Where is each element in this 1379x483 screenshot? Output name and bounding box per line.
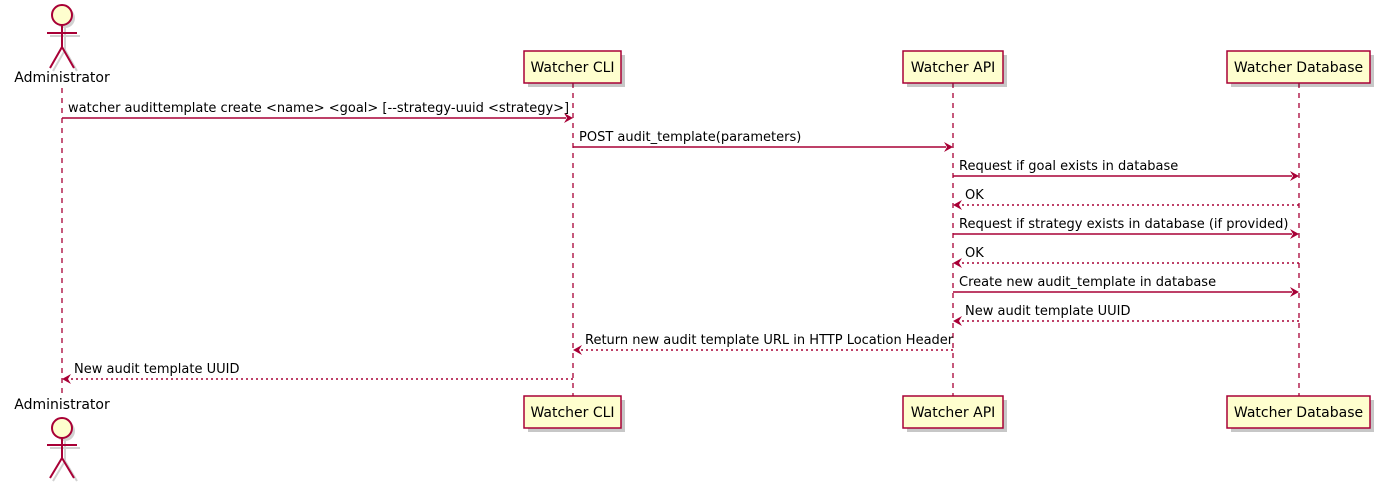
message-label-3: Request if goal exists in database — [959, 159, 1178, 174]
arrow-head-8 — [953, 316, 962, 326]
message-label-8: New audit template UUID — [965, 304, 1130, 319]
actor-label-bottom: Administrator — [14, 397, 110, 413]
arrow-head-5 — [1290, 229, 1299, 239]
message-label-10: New audit template UUID — [74, 362, 239, 377]
actor-body-icon-bottom — [47, 438, 77, 479]
arrow-head-7 — [1290, 287, 1299, 297]
message-label-6: OK — [965, 246, 984, 261]
participant-box-watcher-cli-bottom[interactable] — [523, 395, 622, 429]
arrow-head-4 — [953, 200, 962, 210]
message-label-1: watcher audittemplate create <name> <goa… — [68, 101, 569, 116]
participant-box-watcher-api-bottom[interactable] — [902, 395, 1004, 429]
actor-head-icon-bottom — [51, 417, 73, 439]
message-2[interactable]: POST audit_template(parameters) — [573, 130, 953, 152]
actor-administrator-top: Administrator — [14, 4, 110, 86]
message-label-7: Create new audit_template in database — [959, 275, 1216, 290]
message-label-5: Request if strategy exists in database (… — [959, 217, 1288, 232]
lifelines-group — [61, 83, 1300, 396]
message-5[interactable]: Request if strategy exists in database (… — [953, 217, 1299, 239]
participant-footer-boxes: Watcher CLI Watcher API Watcher Database — [523, 395, 1374, 432]
participant-box-watcher-cli-top[interactable] — [523, 50, 622, 84]
arrow-head-9 — [573, 345, 582, 355]
participant-label-watcher-database-bottom: Watcher Database — [1234, 405, 1363, 421]
participant-box-watcher-api-top[interactable] — [902, 50, 1004, 84]
participant-label-watcher-api-top: Watcher API — [911, 60, 996, 76]
arrow-head-3 — [1290, 171, 1299, 181]
message-9[interactable]: Return new audit template URL in HTTP Lo… — [573, 333, 954, 355]
participant-box-watcher-database-top[interactable] — [1226, 50, 1371, 84]
message-3[interactable]: Request if goal exists in database — [953, 159, 1299, 181]
message-1[interactable]: watcher audittemplate create <name> <goa… — [62, 101, 573, 123]
arrow-head-10 — [62, 374, 71, 384]
actor-body-icon — [47, 25, 77, 69]
messages-group: watcher audittemplate create <name> <goa… — [62, 101, 1299, 384]
actor-administrator-bottom: Administrator — [14, 397, 110, 482]
arrow-head-2 — [944, 142, 953, 152]
arrow-head-1 — [564, 113, 573, 123]
message-label-2: POST audit_template(parameters) — [579, 130, 801, 145]
actor-label-top: Administrator — [14, 70, 110, 86]
message-7[interactable]: Create new audit_template in database — [953, 275, 1299, 297]
actor-head-icon — [51, 4, 73, 26]
participant-label-watcher-database-top: Watcher Database — [1234, 60, 1363, 76]
arrow-head-6 — [953, 258, 962, 268]
message-6[interactable]: OK — [953, 246, 1299, 268]
participant-header-boxes: Watcher CLI Watcher API Watcher Database — [523, 50, 1374, 87]
message-label-9: Return new audit template URL in HTTP Lo… — [585, 333, 954, 348]
message-label-4: OK — [965, 188, 984, 203]
participant-label-watcher-api-bottom: Watcher API — [911, 405, 996, 421]
message-4[interactable]: OK — [953, 188, 1299, 210]
participant-box-watcher-database-bottom[interactable] — [1226, 395, 1371, 429]
message-8[interactable]: New audit template UUID — [953, 304, 1299, 326]
participant-label-watcher-cli-top: Watcher CLI — [530, 60, 614, 76]
participant-label-watcher-cli-bottom: Watcher CLI — [530, 405, 614, 421]
message-10[interactable]: New audit template UUID — [62, 362, 573, 384]
